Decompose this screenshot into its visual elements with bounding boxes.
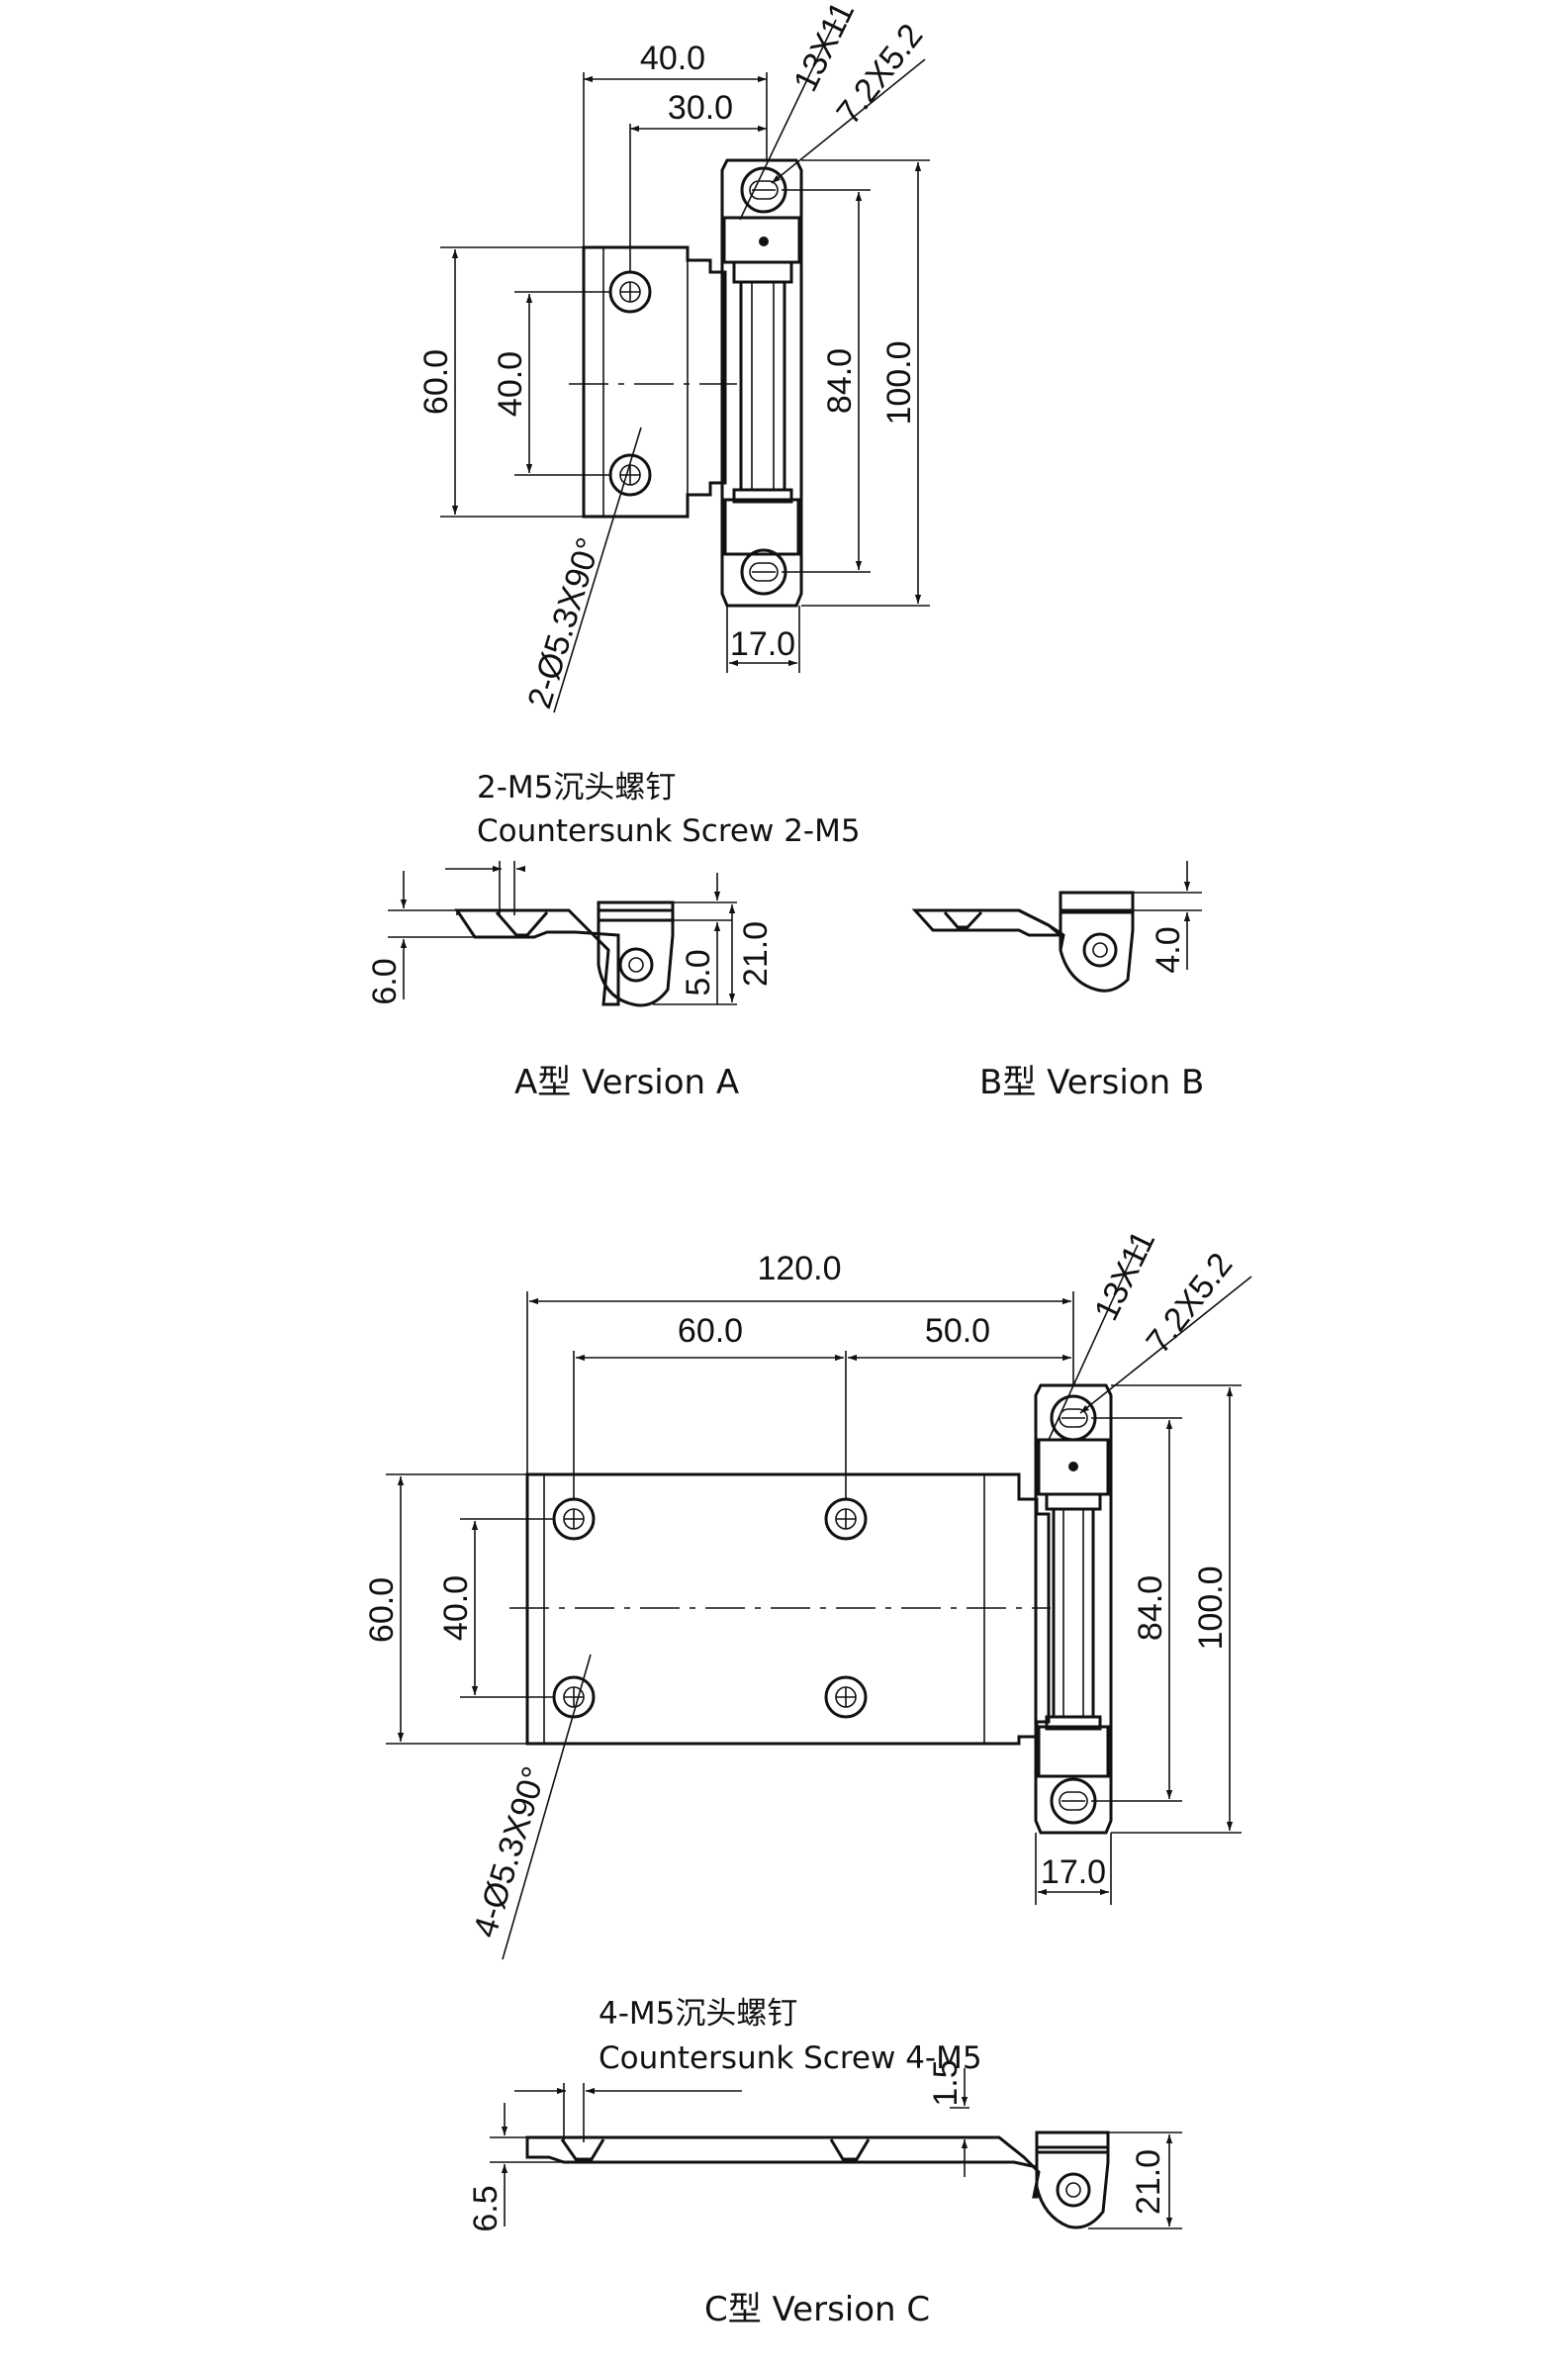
view-a-top: 40.0 30.0 13X11 7.2X5.2 60.0 40.0 84.0 1… bbox=[417, 0, 930, 712]
dim-c-21: 21.0 bbox=[1130, 2149, 1167, 2215]
countersunk-hole-icon bbox=[608, 270, 652, 314]
dim-a-84: 84.0 bbox=[821, 348, 859, 414]
view-a-side: 2-M5沉头螺钉 Countersunk Screw 2-M5 6.0 5.0 … bbox=[366, 770, 861, 1102]
view-c-side: 4-M5沉头螺钉 Countersunk Screw 4-M5 1.5 6.5 … bbox=[467, 1996, 1182, 2329]
dim-c-50: 50.0 bbox=[925, 1312, 990, 1350]
side-plate-c bbox=[525, 2135, 1041, 2199]
dim-c-120: 120.0 bbox=[757, 1250, 841, 1287]
dim-c-holes: 4-Ø5.3X90° bbox=[466, 1762, 553, 1942]
leaf-plate-c bbox=[525, 1472, 1051, 1746]
view-c-top: 120.0 60.0 50.0 13X11 7.2X5.2 60.0 40.0 … bbox=[363, 1225, 1252, 1960]
dim-a-21: 21.0 bbox=[737, 921, 775, 987]
dim-c-17: 17.0 bbox=[1041, 1853, 1106, 1891]
dim-a-6: 6.0 bbox=[366, 958, 404, 1004]
dim-c-84: 84.0 bbox=[1132, 1575, 1169, 1641]
countersunk-hole-icon bbox=[824, 1675, 868, 1719]
dim-c-6-5: 6.5 bbox=[467, 2185, 505, 2231]
countersunk-hole-icon bbox=[552, 1497, 596, 1541]
side-plate-b bbox=[911, 908, 1065, 937]
dim-b-4: 4.0 bbox=[1150, 926, 1187, 973]
screw-note-en-c: Countersunk Screw 4-M5 bbox=[599, 2040, 982, 2076]
dim-c-slot-large: 13X11 bbox=[1087, 1225, 1162, 1327]
knuckle-c bbox=[1034, 1383, 1113, 1835]
screw-note-cn-c: 4-M5沉头螺钉 bbox=[599, 1996, 797, 2032]
dim-a-100: 100.0 bbox=[880, 340, 918, 425]
view-b-side: 4.0 B型 Version B bbox=[911, 861, 1204, 1102]
caption-version-c: C型 Version C bbox=[704, 2290, 930, 2329]
slot-hole-icon bbox=[740, 166, 787, 214]
dim-a-30: 30.0 bbox=[668, 89, 733, 127]
dim-c-100: 100.0 bbox=[1192, 1565, 1230, 1650]
dim-c-60-vertical: 60.0 bbox=[363, 1577, 401, 1643]
dim-a-40-vertical: 40.0 bbox=[492, 351, 529, 417]
slot-hole-icon bbox=[1050, 1777, 1097, 1825]
dim-c-slot-small: 7.2X5.2 bbox=[1139, 1246, 1240, 1361]
dim-a-40: 40.0 bbox=[640, 40, 705, 77]
dim-c-40-vertical: 40.0 bbox=[437, 1575, 475, 1641]
dim-a-holes: 2-Ø5.3X90° bbox=[520, 533, 607, 712]
leaf-plate-a bbox=[582, 245, 727, 519]
side-plate-a bbox=[454, 908, 620, 1006]
caption-version-b: B型 Version B bbox=[979, 1063, 1204, 1102]
screw-note-cn-a: 2-M5沉头螺钉 bbox=[477, 770, 676, 805]
dim-a-60: 60.0 bbox=[417, 349, 455, 415]
screw-note-en-a: Countersunk Screw 2-M5 bbox=[477, 813, 861, 849]
caption-version-a: A型 Version A bbox=[514, 1063, 739, 1102]
slot-hole-icon bbox=[740, 548, 787, 596]
dim-c-1-5: 1.5 bbox=[927, 2059, 965, 2106]
dim-a-17: 17.0 bbox=[730, 625, 795, 663]
countersunk-hole-icon bbox=[824, 1497, 868, 1541]
dim-a-5: 5.0 bbox=[680, 949, 717, 995]
dim-c-60: 60.0 bbox=[678, 1312, 743, 1350]
knuckle-a bbox=[720, 158, 803, 608]
